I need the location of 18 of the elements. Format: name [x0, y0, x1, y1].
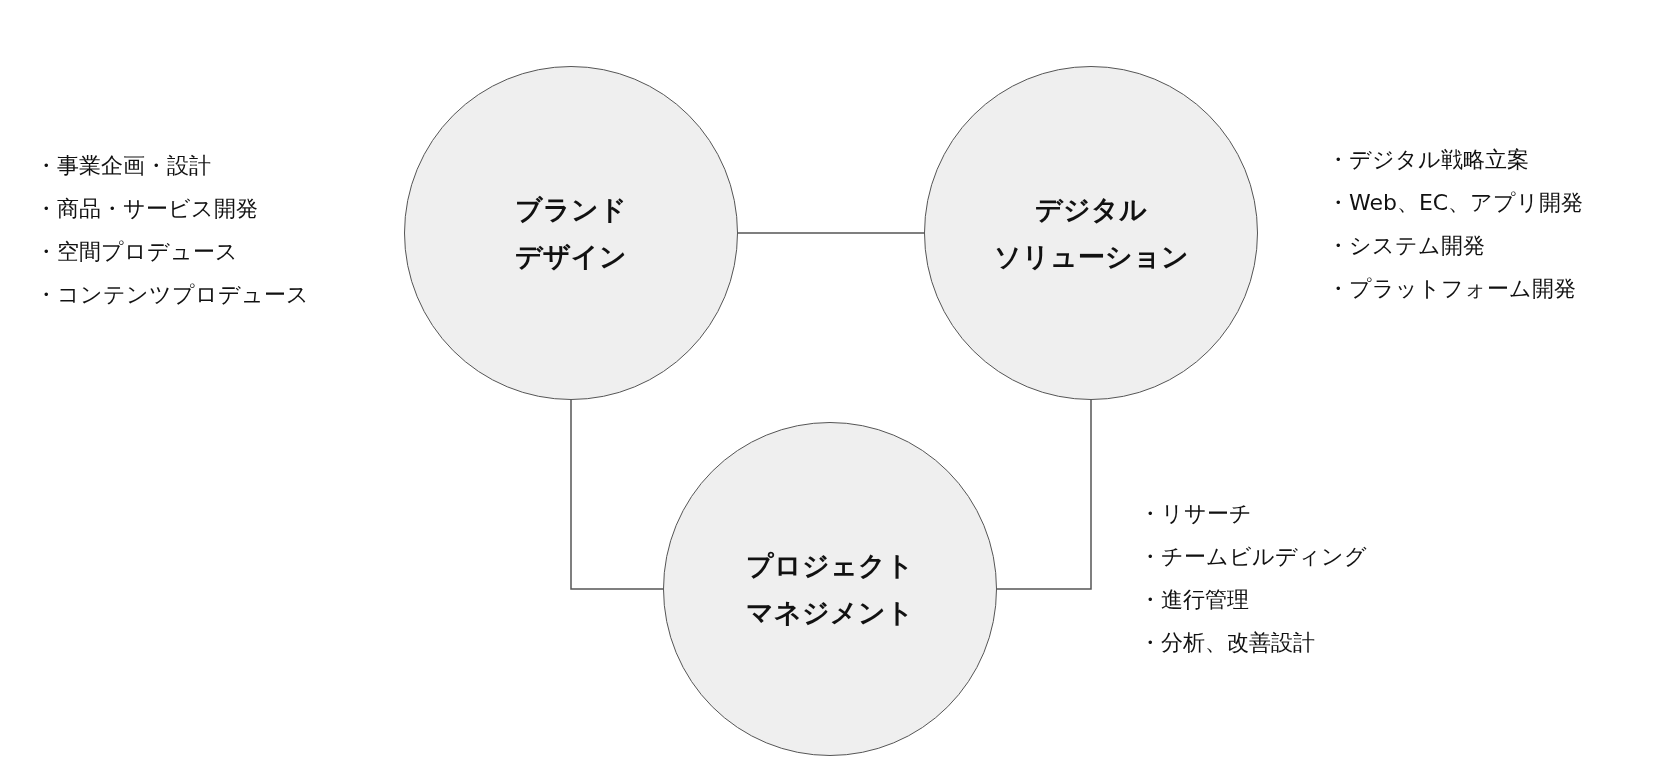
connector-line: [996, 399, 1092, 590]
list-item: ・チームビルディング: [1139, 543, 1367, 571]
circle-title: デジタルソリューション: [993, 192, 1189, 274]
list-item: ・商品・サービス開発: [35, 195, 259, 223]
connector-line: [570, 399, 664, 590]
list-item: ・デジタル戦略立案: [1327, 146, 1530, 174]
list-item: ・進行管理: [1139, 586, 1250, 614]
circle-title: ブランドデザイン: [515, 192, 627, 274]
list-item: ・Web、EC、アプリ開発: [1327, 189, 1584, 217]
list-item: ・事業企画・設計: [35, 152, 212, 180]
circle-title: プロジェクトマネジメント: [746, 548, 914, 630]
list-item: ・プラットフォーム開発: [1327, 275, 1577, 303]
connector-line: [737, 232, 925, 234]
list-item: ・コンテンツプロデュース: [35, 281, 309, 309]
list-item: ・リサーチ: [1139, 500, 1253, 528]
list-item: ・分析、改善設計: [1139, 629, 1316, 657]
list-item: ・空間プロデュース: [35, 238, 239, 266]
list-item: ・システム開発: [1327, 232, 1486, 260]
